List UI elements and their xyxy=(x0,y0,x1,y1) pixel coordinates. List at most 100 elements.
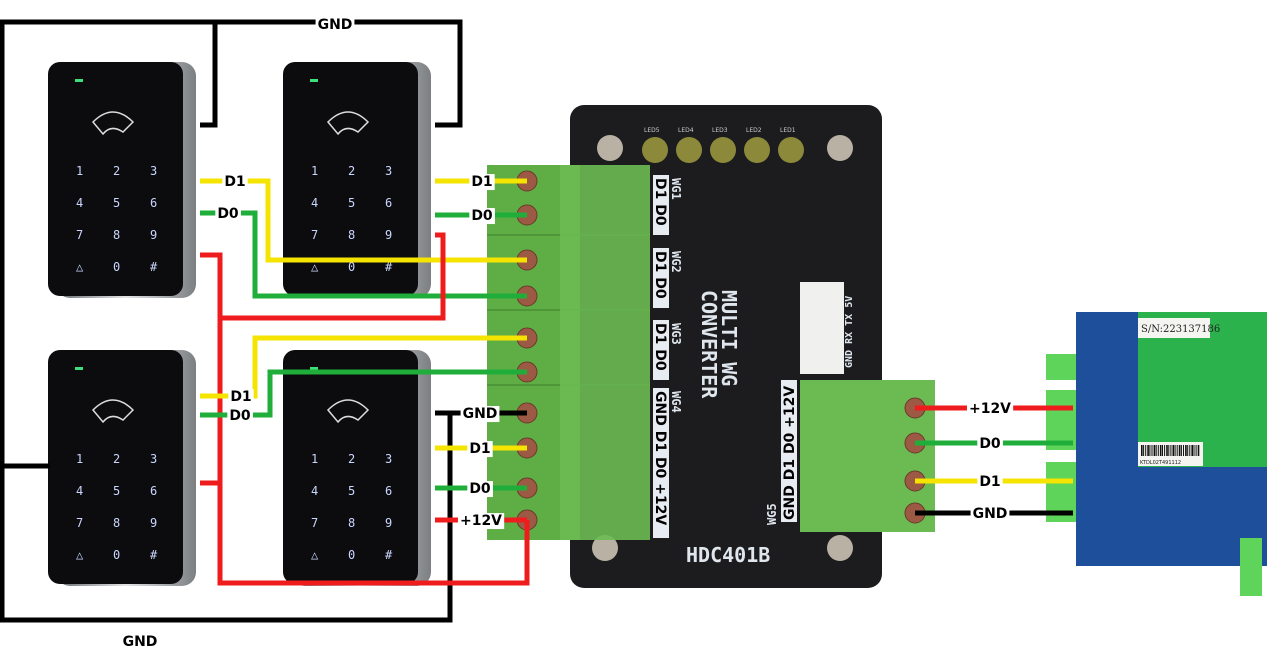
wire-label-r3-d1: D1 xyxy=(230,389,251,405)
port-name-label: WG1 xyxy=(669,178,683,200)
led-label: LED4 xyxy=(678,127,694,134)
keypad-key: 1 xyxy=(76,164,83,178)
keypad-key: 6 xyxy=(385,484,392,498)
keypad-key: 0 xyxy=(348,260,355,274)
wire-label-r4-d0: D0 xyxy=(469,481,491,497)
screw-icon xyxy=(827,135,853,161)
keypad-key: 8 xyxy=(113,228,120,242)
keypad-key: # xyxy=(150,260,158,274)
wire-label-out-d1: D1 xyxy=(979,474,1000,490)
wire-label-out-gnd: GND xyxy=(973,506,1008,522)
keypad-key: 0 xyxy=(113,260,120,274)
keypad-key: 5 xyxy=(113,196,120,210)
led-indicator xyxy=(744,137,770,163)
wire-label-gnd-top: GND xyxy=(318,17,353,33)
keypad-key: 5 xyxy=(348,196,355,210)
keypad-key: 1 xyxy=(76,452,83,466)
keypad-key: 9 xyxy=(385,228,392,242)
converter-title-1: MULTI WG xyxy=(717,290,741,386)
keypad-key: 7 xyxy=(311,228,318,242)
keypad-key: 3 xyxy=(385,452,392,466)
keypad-key: 4 xyxy=(311,484,318,498)
keypad-key: 9 xyxy=(385,516,392,530)
r2-power-wire xyxy=(220,232,446,321)
keypad-key: 3 xyxy=(150,164,157,178)
port-name-label: WG3 xyxy=(669,323,683,345)
serial-connector xyxy=(800,282,844,374)
converter-model: HDC401B xyxy=(686,543,770,567)
keypad-key: 6 xyxy=(150,196,157,210)
wire-label-out-d0: D0 xyxy=(979,436,1001,452)
wire-label-r4-d1: D1 xyxy=(469,441,490,457)
wire-label-r3-d0: D0 xyxy=(229,408,251,424)
port-pins-label: D1 D0 xyxy=(652,251,668,299)
keypad-key: 9 xyxy=(150,516,157,530)
keypad-key: 2 xyxy=(348,164,355,178)
led-label: LED5 xyxy=(644,127,660,134)
led-indicator xyxy=(778,137,804,163)
port-pins-label: GND D1 D0 +12V xyxy=(652,391,668,525)
keypad-key: # xyxy=(150,548,158,562)
keypad-key: 4 xyxy=(76,484,83,498)
nfc-hand-icon xyxy=(326,111,370,136)
wire-label-r1-d0: D0 xyxy=(217,206,239,222)
led-indicator xyxy=(676,137,702,163)
led-label: LED2 xyxy=(746,127,762,134)
keypad-key: 1 xyxy=(311,164,318,178)
port-name-label: WG4 xyxy=(669,391,683,413)
nfc-hand-icon xyxy=(91,399,135,424)
power-bus-wire xyxy=(200,252,530,586)
wire-label-r4-12v: +12V xyxy=(460,513,502,529)
keypad-key: 7 xyxy=(76,228,83,242)
keypad-key: 0 xyxy=(113,548,120,562)
wire-label-r2-d1: D1 xyxy=(471,174,492,190)
wire-label-r1-d1: D1 xyxy=(224,174,245,190)
nfc-hand-icon xyxy=(326,399,370,424)
wire-label-r2-d0: D0 xyxy=(471,208,493,224)
keypad-key: △ xyxy=(76,260,84,274)
keypad-key: 5 xyxy=(348,484,355,498)
screw-icon xyxy=(827,535,853,561)
led-label: LED1 xyxy=(780,127,796,134)
serial-number: S/N:223137186 xyxy=(1141,324,1220,335)
keypad-key: 7 xyxy=(76,516,83,530)
wire-label-gnd-bottom: GND xyxy=(123,634,158,650)
keypad-key: △ xyxy=(311,548,319,562)
keypad-key: 2 xyxy=(113,164,120,178)
keypad-key: # xyxy=(385,548,393,562)
keypad-key: 4 xyxy=(76,196,83,210)
serial-pins-label: GND RX TX 5V xyxy=(844,296,855,368)
keypad-key: 8 xyxy=(348,516,355,530)
keypad-key: # xyxy=(385,260,393,274)
port-pins-label: GND D1 D0 +12V xyxy=(782,386,798,520)
port-pins-label: D1 D0 xyxy=(652,323,668,371)
port-name-label: WG5 xyxy=(765,503,779,525)
keypad-key: 2 xyxy=(113,452,120,466)
port-name-label: WG2 xyxy=(669,251,683,273)
wire-label-out-12v: +12V xyxy=(969,401,1011,417)
wire-label-r4-gnd: GND xyxy=(463,406,498,422)
keypad-key: 2 xyxy=(348,452,355,466)
keypad-key: △ xyxy=(311,260,319,274)
nfc-hand-icon xyxy=(91,111,135,136)
keypad-key: 9 xyxy=(150,228,157,242)
keypad-key: 4 xyxy=(311,196,318,210)
access-controller-board: S/N:223137186 KTDL02T491112 xyxy=(1046,312,1267,596)
keypad-key: 8 xyxy=(348,228,355,242)
keypad-key: 3 xyxy=(385,164,392,178)
keypad-key: 6 xyxy=(385,196,392,210)
led-indicator xyxy=(710,137,736,163)
card-reader-keypad: 1 2 3 4 5 6 7 8 9 △ 0 # xyxy=(283,62,431,298)
port-pins-label: D1 D0 xyxy=(652,178,668,226)
screw-icon xyxy=(597,135,623,161)
keypad-key: 0 xyxy=(348,548,355,562)
keypad-key: 8 xyxy=(113,516,120,530)
barcode-number: KTDL02T491112 xyxy=(1140,460,1181,466)
keypad-key: △ xyxy=(76,548,84,562)
keypad-key: 3 xyxy=(150,452,157,466)
converter-title-2: CONVERTER xyxy=(697,290,721,399)
